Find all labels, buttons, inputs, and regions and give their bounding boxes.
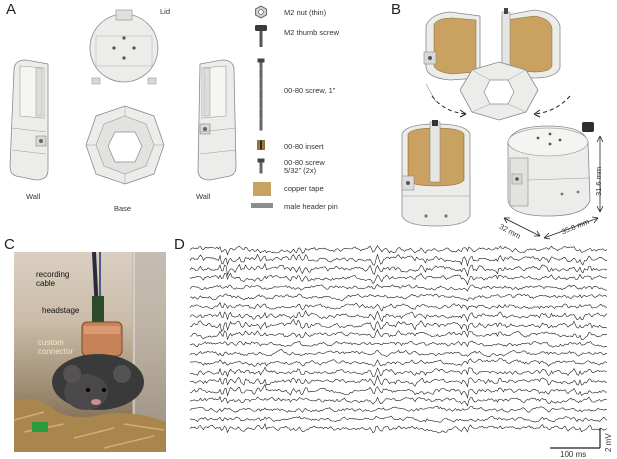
assembly-arrows bbox=[431, 95, 571, 118]
scale-voltage-label: 2 mV bbox=[604, 433, 613, 452]
lfp-trace-3 bbox=[189, 262, 608, 277]
lfp-trace-4 bbox=[189, 272, 608, 286]
thumb-screw-icon bbox=[255, 25, 267, 47]
lfp-trace-17 bbox=[189, 395, 608, 407]
base-drawing bbox=[85, 105, 165, 185]
photo-scene bbox=[14, 252, 166, 452]
wall-right-label: Wall bbox=[196, 192, 211, 201]
exploded-base bbox=[459, 61, 539, 121]
lfp-trace-20 bbox=[189, 423, 608, 434]
screw-short-icon bbox=[257, 158, 265, 174]
dim-height-label: 31.6 mm bbox=[594, 166, 603, 196]
dimension-lines bbox=[503, 135, 604, 240]
base-label: Base bbox=[114, 204, 132, 213]
lfp-trace-18 bbox=[189, 405, 608, 413]
mouse-photo bbox=[14, 252, 166, 452]
lfp-trace-11 bbox=[189, 340, 608, 348]
exploded-half-right bbox=[501, 8, 561, 79]
panel-letter-b: B bbox=[391, 1, 402, 18]
lfp-trace-13 bbox=[189, 358, 608, 367]
header-pin-icon bbox=[251, 203, 273, 208]
lfp-trace-7 bbox=[189, 301, 608, 312]
wall-right-drawing bbox=[197, 59, 237, 181]
lfp-trace-9 bbox=[190, 318, 608, 332]
wall-left-drawing bbox=[9, 59, 49, 181]
lfp-trace-16 bbox=[189, 383, 608, 399]
recording-cable-label: recording cable bbox=[36, 270, 70, 288]
lfp-trace-5 bbox=[189, 284, 608, 292]
lid-label: Lid bbox=[160, 7, 171, 16]
lfp-trace-15 bbox=[189, 374, 608, 388]
lfp-trace-2 bbox=[189, 253, 608, 267]
legend-header-pin: male header pin bbox=[284, 202, 338, 211]
scale-bar bbox=[550, 428, 601, 449]
lid-drawing bbox=[89, 9, 159, 85]
lfp-trace-8 bbox=[189, 309, 608, 323]
legend-m2-nut: M2 nut (thin) bbox=[284, 8, 327, 17]
legend-screw-1in: 00-80 screw, 1” bbox=[284, 86, 336, 95]
m2-nut-icon bbox=[255, 5, 267, 19]
open-assembly bbox=[401, 120, 471, 227]
lfp-trace-12 bbox=[189, 349, 608, 357]
lfp-trace-14 bbox=[189, 366, 608, 378]
lfp-trace-19 bbox=[189, 415, 608, 423]
panel-letter-a: A bbox=[6, 1, 17, 18]
custom-connector-label: custom connector bbox=[38, 338, 74, 356]
scale-time-label: 100 ms bbox=[560, 450, 587, 459]
panel-letter-d: D bbox=[174, 236, 185, 253]
lfp-traces bbox=[189, 245, 608, 434]
lfp-trace-10 bbox=[189, 329, 608, 341]
copper-tape-icon bbox=[253, 182, 271, 196]
legend-screw-short: 00-80 screw 5/32” (2x) bbox=[284, 158, 325, 175]
legend-copper-tape: copper tape bbox=[284, 184, 324, 193]
lfp-trace-1 bbox=[189, 245, 608, 256]
panel-letter-c: C bbox=[4, 236, 15, 253]
legend-insert: 00-80 insert bbox=[284, 142, 324, 151]
lfp-trace-6 bbox=[189, 293, 608, 302]
insert-icon bbox=[257, 140, 265, 150]
exploded-half-left bbox=[423, 11, 481, 103]
wall-left-label: Wall bbox=[26, 192, 41, 201]
legend-thumb-screw: M2 thumb screw bbox=[284, 28, 340, 37]
headstage-label: headstage bbox=[42, 306, 80, 315]
closed-assembly bbox=[507, 122, 594, 217]
screw-1in-icon bbox=[257, 58, 265, 131]
